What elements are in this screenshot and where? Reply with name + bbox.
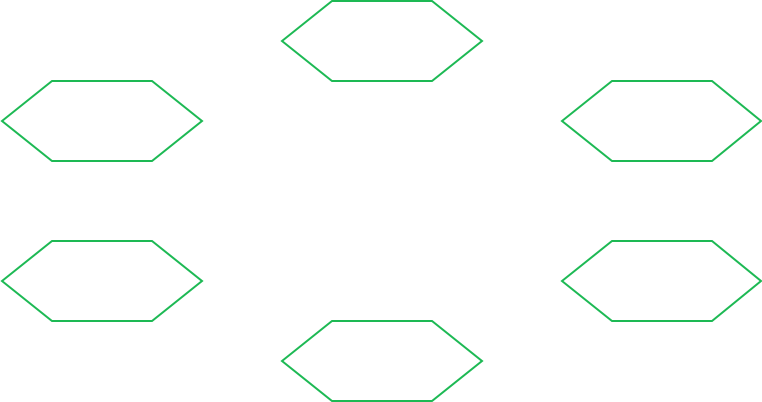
hexagon-node-lower-left xyxy=(0,240,204,322)
hexagon-shape xyxy=(0,80,204,162)
hexagon-shape xyxy=(280,320,484,402)
hexagon-node-lower-right xyxy=(560,240,762,322)
hexagon-shape xyxy=(560,80,762,162)
hexagon-node-top xyxy=(280,0,484,82)
hexagon-node-upper-left xyxy=(0,80,204,162)
hexagon-node-upper-right xyxy=(560,80,762,162)
hexagon-node-bottom xyxy=(280,320,484,402)
hexagon-shape xyxy=(280,0,484,82)
hexagon-shape xyxy=(560,240,762,322)
hexagon-shape xyxy=(0,240,204,322)
